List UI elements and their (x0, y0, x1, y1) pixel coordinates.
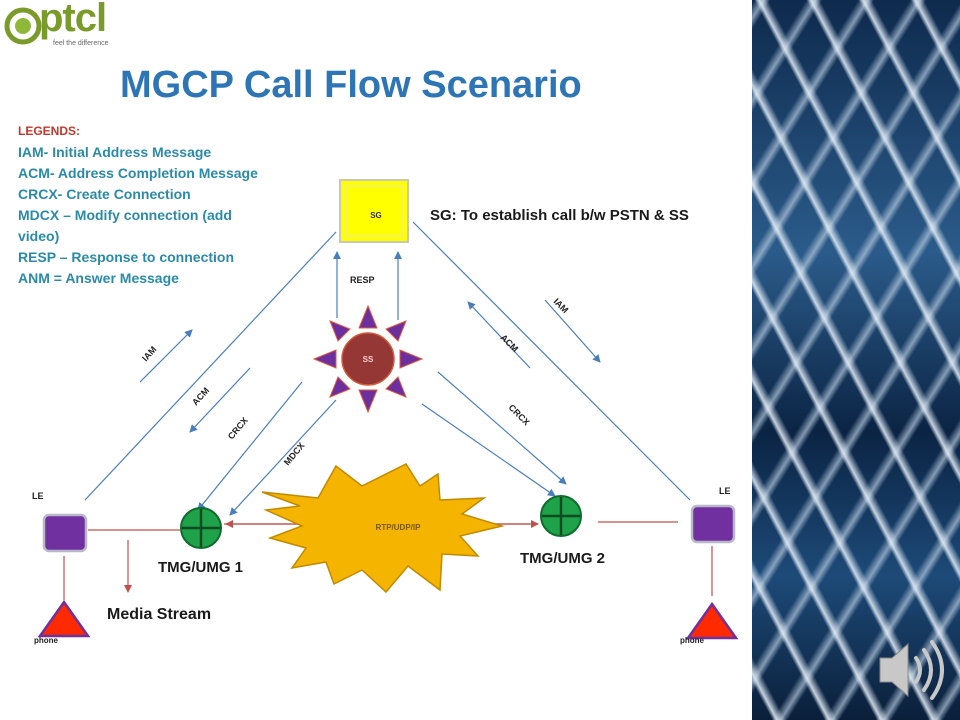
crcx-right-label: CRCX (507, 402, 532, 427)
le-left-label: LE (32, 491, 44, 501)
acm-right-arrow (467, 301, 531, 369)
link-le-left-to-sg (84, 231, 337, 501)
logo-wordmark: ptcl (39, 0, 107, 40)
legend-item: RESP – Response to connection (18, 249, 235, 265)
speaker-icon-layer (879, 640, 944, 700)
phone-left-label: phone (34, 636, 59, 645)
rtp-burst: RTP/UDP/IP (261, 463, 505, 594)
tmg2-gateway-icon (540, 495, 582, 537)
le-left-switch-icon (42, 513, 88, 553)
phone-right-icon (685, 601, 739, 640)
rtp-label: RTP/UDP/IP (376, 523, 422, 532)
iam-left-arrow (139, 329, 193, 383)
ss-node: SS (312, 304, 424, 414)
legend-item: ACM- Address Completion Message (18, 165, 258, 181)
acm-left-arrow (189, 367, 251, 433)
crcx-left-arrow (197, 381, 303, 511)
ss-label: SS (363, 355, 374, 364)
legend-heading: LEGENDS: (18, 124, 81, 138)
acm-right-label: ACM (499, 332, 521, 354)
logo-swirl-icon (4, 7, 42, 45)
speaker-icon[interactable] (879, 640, 944, 700)
le-right-switch-icon (690, 504, 736, 544)
iam-right-arrow (544, 299, 601, 363)
crcx-left-label: CRCX (226, 415, 250, 441)
legend-item: IAM- Initial Address Message (18, 144, 212, 160)
iam-right-label: IAM (552, 296, 571, 315)
legend-item: MDCX – Modify connection (add (18, 207, 232, 223)
tmg2-label: TMG/UMG 2 (520, 550, 605, 567)
tmg1-label: TMG/UMG 1 (158, 559, 243, 576)
media-stream-label: Media Stream (107, 606, 211, 623)
decorative-side-panel (752, 0, 960, 720)
sg-description: SG: To establish call b/w PSTN & SS (430, 207, 689, 224)
legend: LEGENDS: IAM- Initial Address Message AC… (18, 124, 288, 289)
legend-item: video) (18, 228, 60, 244)
le-right-label: LE (719, 486, 731, 496)
iam-left-label: IAM (140, 344, 158, 363)
legend-item: ANM = Answer Message (18, 270, 179, 286)
ss-to-gateway2-arrow (437, 371, 567, 485)
logo-tagline: feel the difference (53, 40, 109, 47)
acm-left-label: ACM (190, 385, 211, 407)
tmg1-gateway-icon (180, 507, 222, 549)
phone-right-label: phone (680, 636, 705, 645)
page-title: MGCP Call Flow Scenario (120, 64, 582, 106)
legend-item: CRCX- Create Connection (18, 186, 191, 202)
resp-label: RESP (350, 275, 375, 285)
mdcx-arrow (229, 399, 337, 516)
ptcl-logo: ptcl feel the difference (3, 0, 133, 50)
phone-left-icon (37, 599, 91, 638)
sg-label: SG (370, 211, 382, 220)
sg-node: SG (339, 179, 409, 243)
call-flow-diagram: SG SG: To establish call b/w PSTN & SS S… (32, 179, 739, 645)
crcx-right-arrow (421, 403, 556, 497)
link-sg-to-le-right (412, 221, 691, 501)
